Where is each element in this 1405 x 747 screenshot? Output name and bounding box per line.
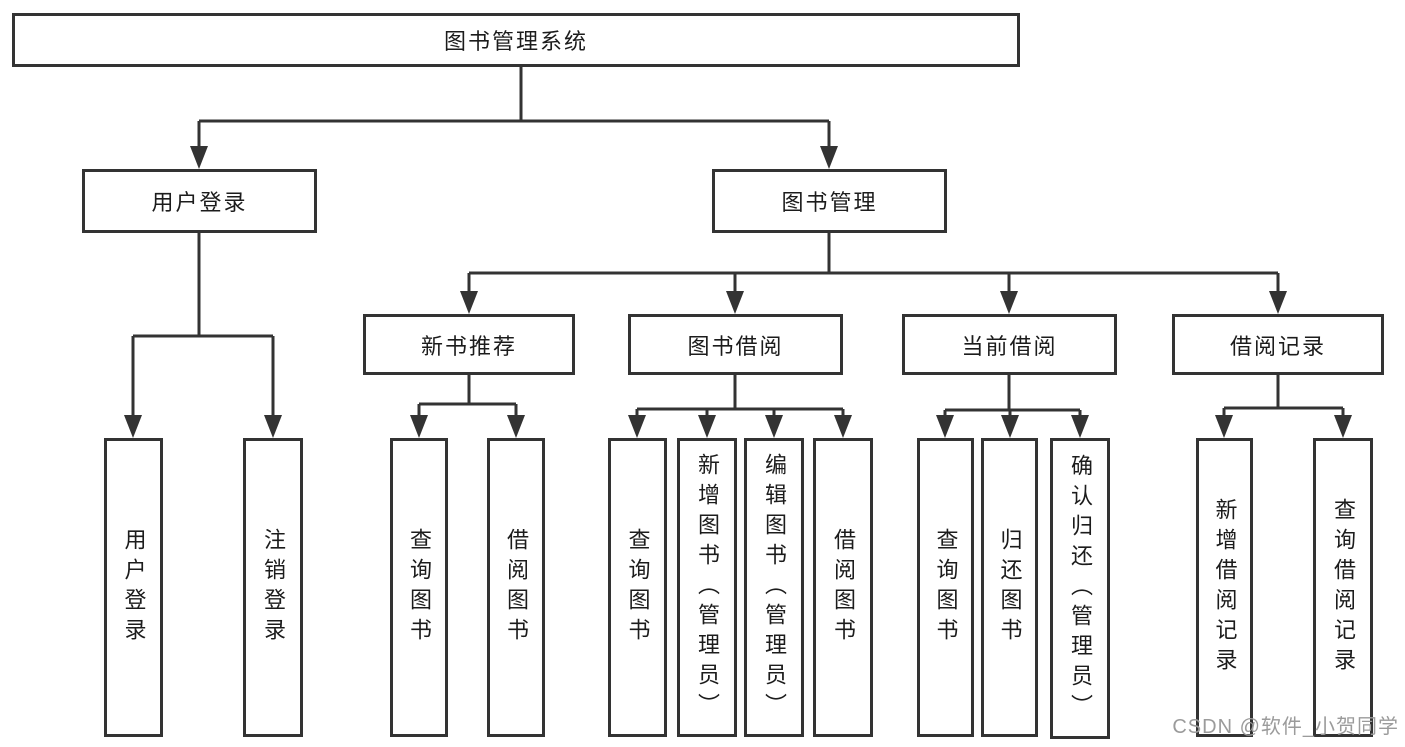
- node-root-label: 图书管理系统: [443, 29, 588, 54]
- leaf-br-add-borrow-record-label: 新增借阅记录: [1212, 497, 1238, 678]
- leaf-logout: 注销登录: [243, 438, 303, 737]
- node-root: 图书管理系统: [12, 13, 1020, 67]
- leaf-bb-edit-books-admin: 编辑图书（管理员）: [744, 438, 804, 737]
- node-current-borrowing-label: 当前借阅: [961, 333, 1058, 359]
- leaf-bb-query-books-label: 查询图书: [625, 527, 651, 648]
- watermark: CSDN @软件_小贺同学: [1172, 716, 1399, 738]
- node-new-book-recommend: 新书推荐: [363, 314, 575, 375]
- node-book-management-label: 图书管理: [781, 190, 878, 215]
- node-current-borrowing: 当前借阅: [902, 314, 1117, 375]
- leaf-cb-return-books-label: 归还图书: [997, 527, 1023, 648]
- leaf-user-login-label: 用户登录: [121, 527, 147, 648]
- leaf-logout-label: 注销登录: [261, 527, 286, 648]
- node-book-borrowing: 图书借阅: [628, 314, 843, 375]
- leaf-cb-confirm-return-admin-label: 确认归还（管理员）: [1068, 453, 1093, 724]
- node-book-borrowing-label: 图书借阅: [687, 333, 784, 359]
- leaf-cb-confirm-return-admin: 确认归还（管理员）: [1050, 438, 1110, 739]
- node-user-login: 用户登录: [82, 169, 317, 233]
- leaf-nbr-query-books: 查询图书: [390, 438, 448, 737]
- leaf-br-query-borrow-record-label: 查询借阅记录: [1331, 497, 1356, 678]
- node-new-book-recommend-label: 新书推荐: [420, 333, 517, 359]
- leaf-cb-query-books: 查询图书: [917, 438, 974, 737]
- leaf-bb-query-books: 查询图书: [608, 438, 667, 737]
- leaf-bb-edit-books-admin-label: 编辑图书（管理员）: [762, 452, 787, 723]
- arrowhead-icons: [124, 146, 1352, 438]
- leaf-nbr-query-books-label: 查询图书: [407, 527, 432, 648]
- leaf-cb-return-books: 归还图书: [981, 438, 1038, 737]
- leaf-bb-borrow-books: 借阅图书: [813, 438, 873, 737]
- node-book-management: 图书管理: [712, 169, 947, 233]
- leaf-br-add-borrow-record: 新增借阅记录: [1196, 438, 1253, 737]
- leaf-user-login: 用户登录: [104, 438, 163, 737]
- leaf-bb-add-books-admin: 新增图书（管理员）: [677, 438, 737, 737]
- leaf-cb-query-books-label: 查询图书: [933, 527, 959, 648]
- node-borrowing-records-label: 借阅记录: [1229, 333, 1326, 359]
- leaf-bb-borrow-books-label: 借阅图书: [831, 527, 856, 648]
- leaf-nbr-borrow-books: 借阅图书: [487, 438, 545, 737]
- leaf-nbr-borrow-books-label: 借阅图书: [504, 527, 529, 648]
- node-user-login-label: 用户登录: [151, 190, 248, 215]
- leaf-br-query-borrow-record: 查询借阅记录: [1313, 438, 1373, 737]
- leaf-bb-add-books-admin-label: 新增图书（管理员）: [695, 452, 720, 723]
- node-borrowing-records: 借阅记录: [1172, 314, 1384, 375]
